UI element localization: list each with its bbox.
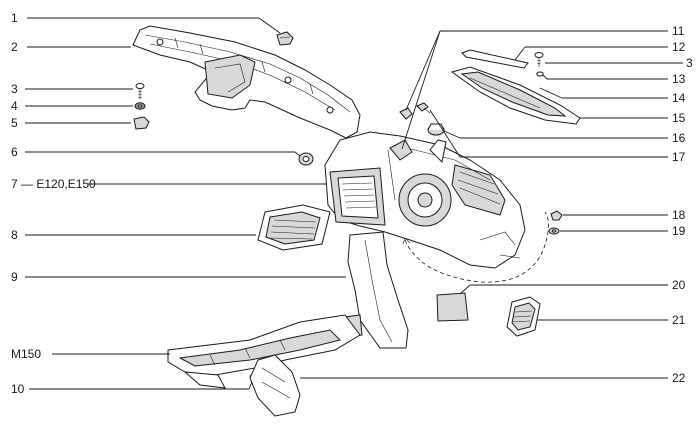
part-19-washer [548,227,560,235]
part-8-side-vent [257,204,331,251]
label-13: 13 [672,72,686,86]
label-5: 5 [11,116,18,130]
part-6-grommet [298,152,314,166]
part-m150-floor-duct [167,314,361,389]
assembly-arrow [402,237,411,245]
label-19: 19 [672,224,686,238]
part-16-plug [427,123,445,136]
label-9: 9 [11,270,18,284]
part-18-nut [550,210,563,221]
label-4: 4 [11,99,18,113]
label-1: 1 [11,11,18,25]
label-3: 3 [11,82,18,96]
label-10: 10 [11,382,25,396]
part-17-screw [416,102,431,114]
label-22: 22 [672,371,686,385]
label-2: 2 [11,40,18,54]
label-8: 8 [11,228,18,242]
label-14: 14 [672,91,686,105]
label-m150: M150 [11,347,41,361]
part-7-heater-unit [324,131,526,269]
label-7: 7 — E120,E150 [11,177,96,191]
part-13-washer [536,71,544,77]
part-2-upper-duct [132,25,361,139]
part-11-clip [399,107,413,120]
label-11: 11 [672,24,685,38]
part-12-strip [461,49,529,69]
part-5-clip-nut [133,116,150,130]
label-17: 17 [672,150,686,164]
label-20: 20 [672,278,686,292]
leader-lines [25,17,683,390]
part-1-clip [276,31,294,46]
part-22-cover [249,354,301,417]
label-3-right: 3 [686,56,693,70]
part-21-small-vent [506,296,541,337]
assembly-path [404,211,549,283]
part-20-pad [436,292,469,322]
label-16: 16 [672,131,686,145]
part-4-washer [134,102,146,110]
label-12: 12 [672,40,686,54]
part-3-screw-right [534,52,544,67]
callout-labels: 1 2 3 4 5 6 7 — E120,E150 8 9 M150 10 11… [11,11,693,396]
label-18: 18 [672,208,686,222]
part-3-screw [135,83,145,99]
part-15-defroster-nozzle [450,66,581,125]
label-21: 21 [672,313,686,327]
label-15: 15 [672,111,686,125]
label-6: 6 [11,145,18,159]
